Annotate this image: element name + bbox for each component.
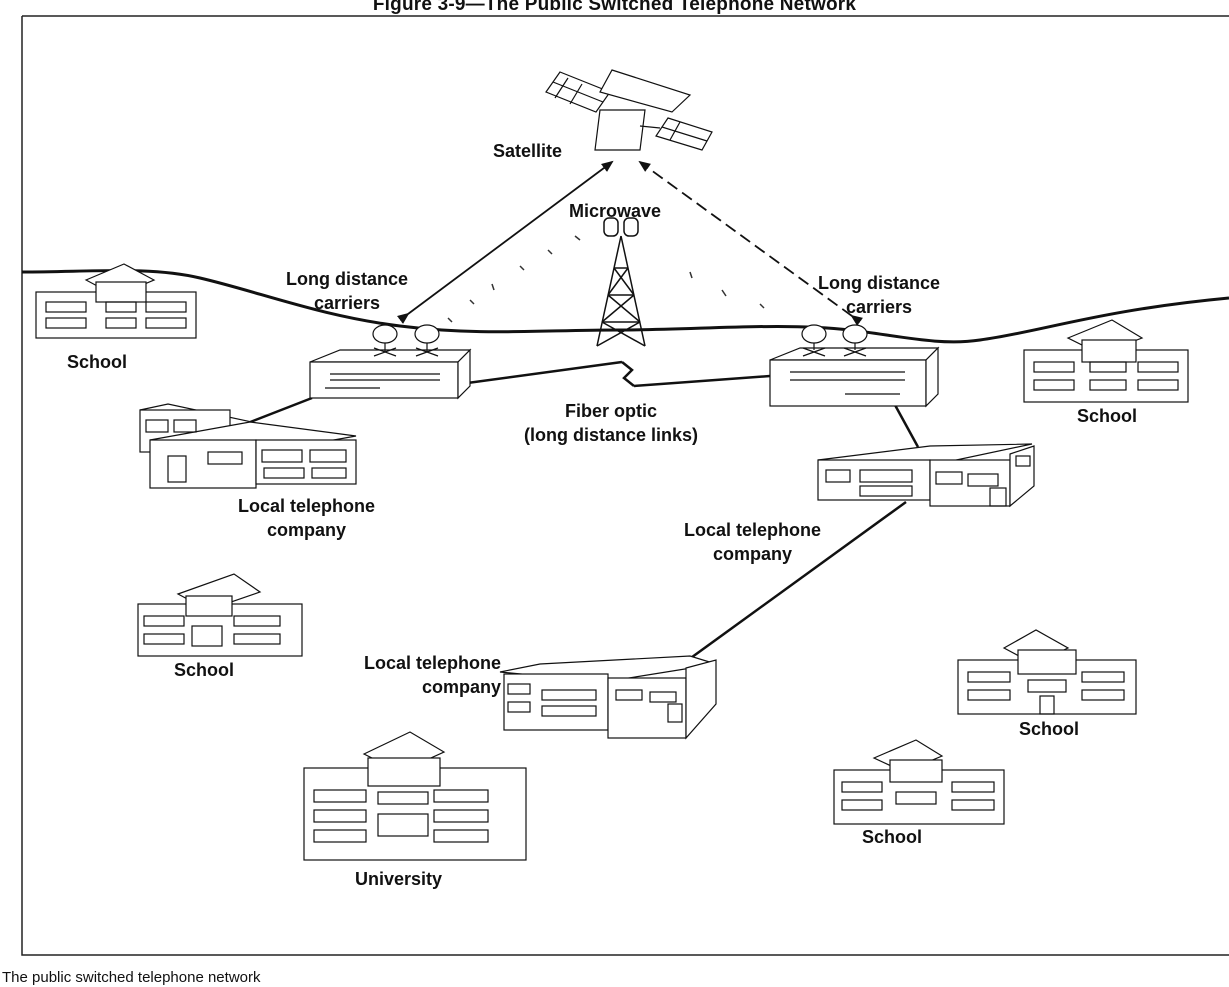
- label-local-telco-bottom: Local telephone company: [364, 651, 501, 699]
- label-school-nw: School: [67, 352, 128, 372]
- figure-frame: [21, 15, 1229, 956]
- school-building-se2: [833, 739, 1005, 825]
- microwave-tower-icon: [596, 217, 646, 347]
- label-long-distance-left: Long distance carriers: [286, 267, 408, 315]
- label-local-telco-left-line2: company: [267, 520, 347, 540]
- label-microwave: Microwave: [569, 201, 662, 221]
- carrier-building-right: [769, 324, 940, 408]
- school-building-e: [1023, 319, 1189, 403]
- local-links: [239, 396, 920, 662]
- school-building-nw: [35, 263, 197, 339]
- label-local-telco-left: Local telephone company: [238, 494, 375, 542]
- local-telco-building-bottom: [499, 655, 717, 740]
- label-long-distance-right: Long distance carriers: [818, 271, 940, 319]
- label-long-distance-right-line1: Long distance: [818, 273, 941, 293]
- fiber-optic-links: [459, 360, 771, 388]
- horizon-line: [21, 269, 1229, 344]
- figure-caption: The public switched telephone network: [2, 969, 261, 986]
- label-local-telco-right: Local telephone company: [684, 518, 821, 566]
- label-long-distance-left-line1: Long distance: [286, 269, 409, 289]
- label-school-se2: School: [862, 827, 923, 847]
- label-university: University: [355, 869, 443, 889]
- label-local-telco-right-line2: company: [713, 544, 793, 564]
- school-building-se1: [957, 629, 1137, 715]
- label-fiber-optic-line1: Fiber optic: [565, 401, 658, 421]
- label-local-telco-bottom-line1: Local telephone: [364, 653, 502, 673]
- local-telco-building-left: [139, 403, 357, 489]
- label-school-se1: School: [1019, 719, 1080, 739]
- carrier-building-left: [309, 324, 472, 400]
- figure-title: Figure 3-9—The Public Switched Telephone…: [372, 0, 857, 15]
- school-building-w: [137, 573, 303, 657]
- label-long-distance-right-line2: carriers: [845, 297, 913, 317]
- label-fiber-optic: Fiber optic (long distance links): [524, 399, 698, 447]
- local-telco-building-right: [817, 443, 1035, 508]
- satellite-icon: [545, 69, 713, 151]
- university-building: [303, 731, 527, 861]
- label-school-w: School: [174, 660, 235, 680]
- label-local-telco-left-line1: Local telephone: [238, 496, 376, 516]
- label-local-telco-bottom-line2: company: [422, 677, 502, 697]
- microwave-waves: [447, 235, 765, 323]
- label-local-telco-right-line1: Local telephone: [684, 520, 822, 540]
- label-satellite: Satellite: [493, 141, 563, 161]
- satellite-link-left: [396, 160, 614, 324]
- label-fiber-optic-line2: (long distance links): [524, 425, 699, 445]
- satellite-link-right: [638, 160, 864, 326]
- label-school-e: School: [1077, 406, 1138, 426]
- label-long-distance-left-line2: carriers: [313, 293, 381, 313]
